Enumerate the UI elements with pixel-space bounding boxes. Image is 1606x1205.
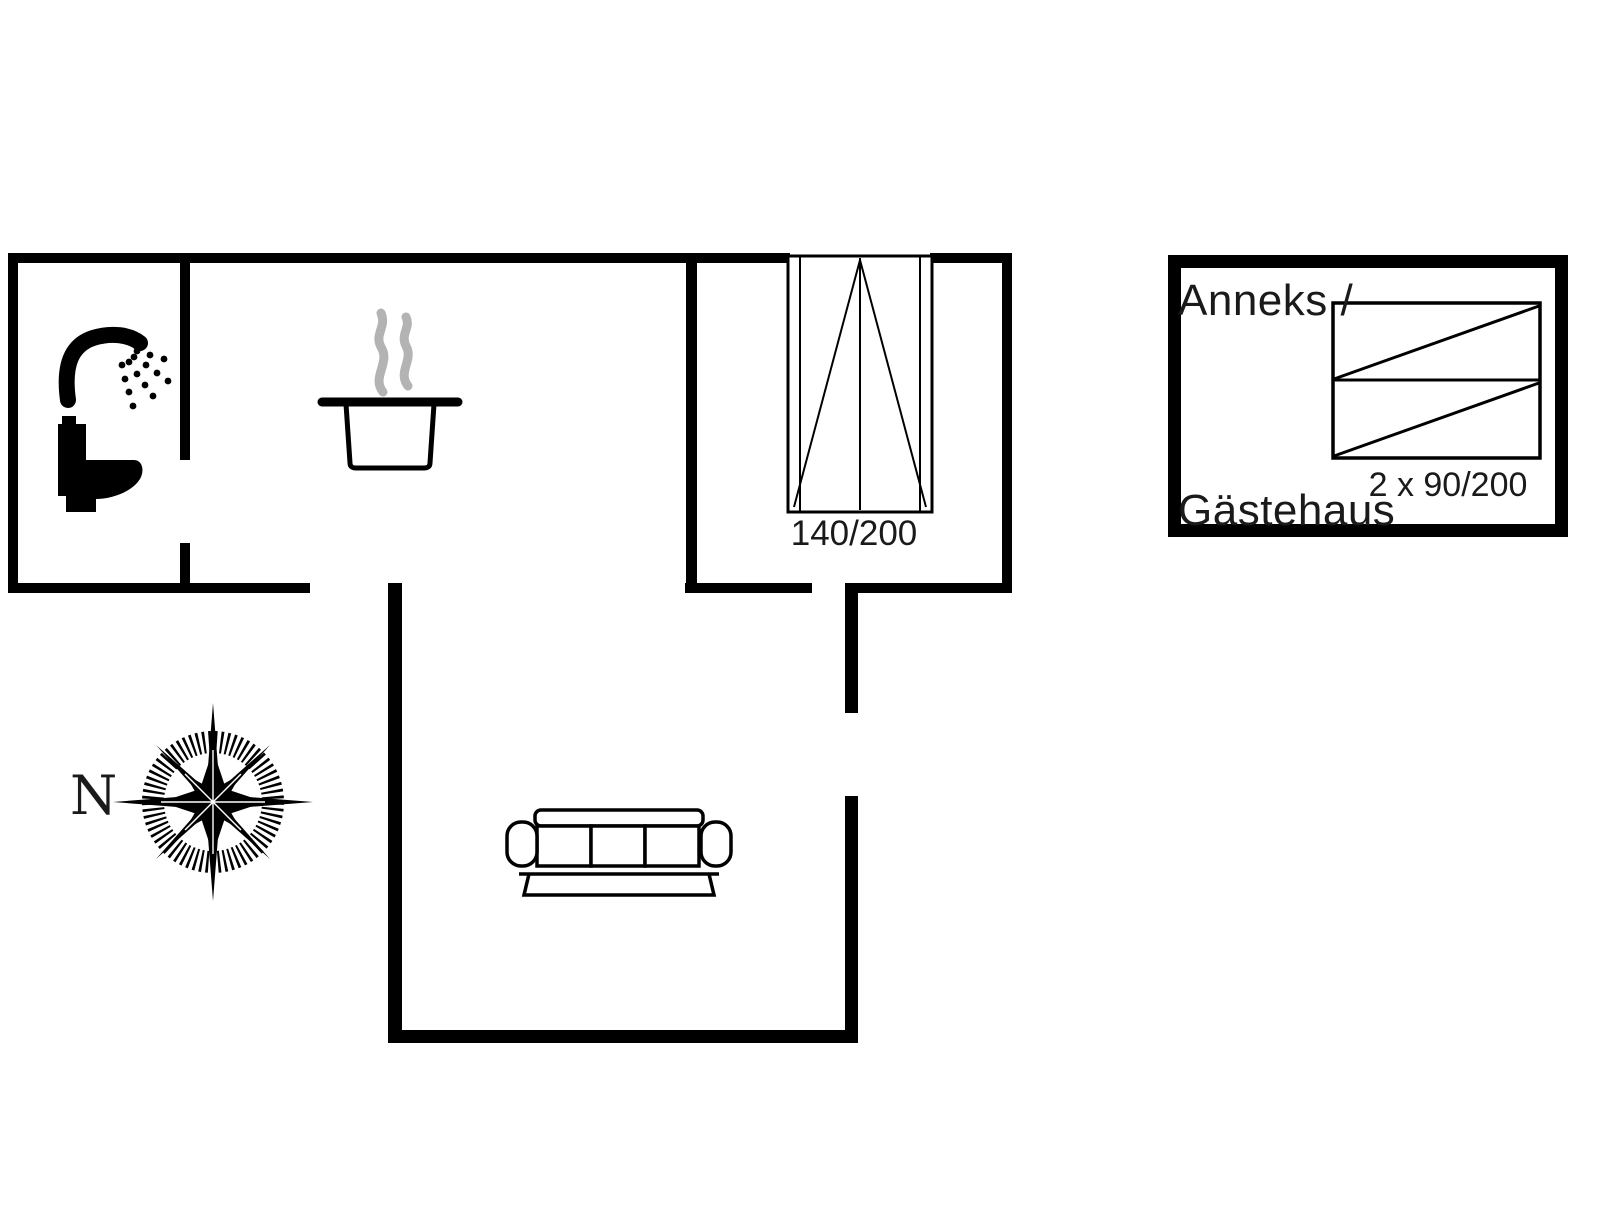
wall-segment [388, 583, 402, 1043]
annex-title: Anneks / Gästehaus [1178, 126, 1395, 686]
annex-bed-size-label: 2 x 90/200 [1368, 466, 1528, 504]
compass-rose-icon [113, 703, 313, 901]
toilet-icon [58, 416, 143, 512]
annex-title-line1: Anneks / [1178, 276, 1354, 325]
wall-segment [1168, 255, 1181, 537]
annex-title-line2: Gästehaus [1178, 486, 1396, 535]
wall-segment [845, 583, 858, 713]
wall-segment [8, 253, 790, 263]
living-room-walls [388, 583, 858, 1043]
wall-segment [685, 583, 812, 593]
wall-segment [1002, 253, 1012, 593]
wall-segment [388, 1030, 858, 1043]
bedroom-window-size-label: 140/200 [790, 514, 918, 553]
cooking-pot-icon [317, 308, 463, 471]
shower-spray-dots [118, 347, 172, 410]
wall-segment [1168, 524, 1568, 537]
bunk-bed-icon [1331, 301, 1542, 460]
double-door-window-icon [786, 254, 934, 514]
wall-segment [180, 543, 190, 593]
wall-segment [1555, 255, 1568, 537]
wall-segment [1168, 255, 1568, 268]
main-house-walls [8, 253, 1012, 593]
wall-segment [180, 253, 190, 460]
compass-north-label: N [70, 764, 118, 827]
sofa-icon [505, 808, 733, 897]
wall-segment [686, 253, 697, 593]
annex-walls [1168, 255, 1568, 537]
wall-segment [930, 253, 1012, 263]
wall-segment [8, 583, 310, 593]
wall-segment [845, 796, 858, 1043]
shower-icon [58, 326, 172, 410]
steam-icon [374, 308, 413, 397]
wall-segment [846, 583, 1012, 593]
wall-segment [8, 253, 18, 593]
